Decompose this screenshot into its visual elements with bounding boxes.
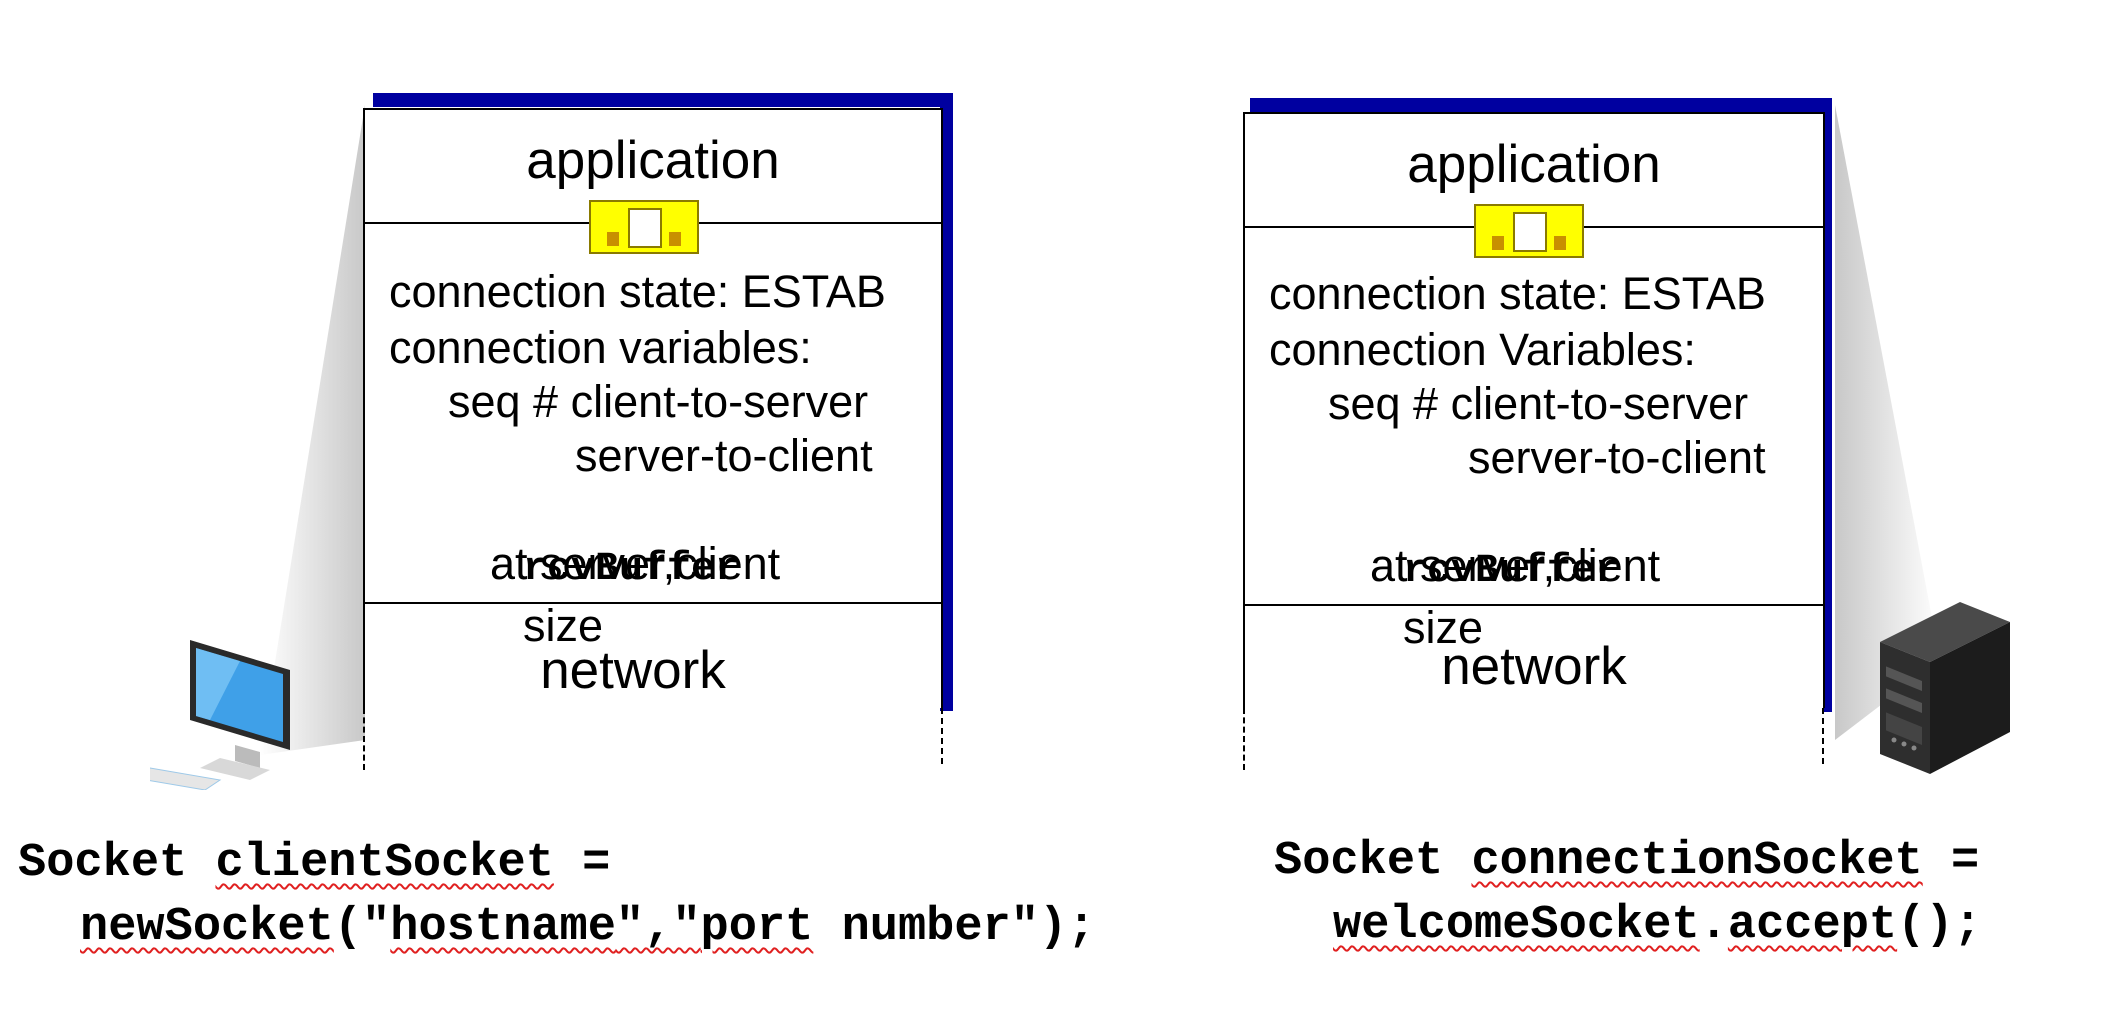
client-state-line-3: seq # client-to-server — [448, 376, 869, 427]
client-state-line-1: connection state: ESTAB — [389, 266, 886, 317]
server-code-eq: = — [1950, 835, 1980, 888]
client-code-keyword: Socket — [18, 837, 188, 890]
client-panel-shadow-right — [940, 93, 953, 711]
server-rcvbuffer-label: rcvBuffer — [1403, 549, 1620, 594]
socket-hole — [1513, 212, 1547, 252]
server-code-close: (); — [1897, 899, 1982, 952]
server-socket-icon — [1474, 204, 1584, 258]
socket-peg-left — [607, 232, 619, 246]
client-state-line-6: at server,client — [490, 538, 781, 589]
client-code-eq: = — [582, 837, 611, 890]
client-code-close: "); — [1010, 901, 1096, 954]
client-code-arg-port: port — [700, 901, 814, 954]
server-tower-icon — [1880, 602, 2010, 774]
client-state-line-2: connection variables: — [389, 322, 812, 373]
client-protocol-stack: application connection state: ESTAB conn… — [363, 108, 943, 708]
client-network-label: network — [540, 641, 726, 700]
server-code-call: welcomeSocket — [1333, 899, 1700, 952]
server-code-line-2: welcomeSocket.accept(); — [1333, 894, 1982, 958]
socket-peg-right — [669, 232, 681, 246]
server-net-divider — [1245, 604, 1823, 606]
client-dash-right — [941, 708, 943, 764]
server-panel-shadow-top — [1250, 98, 1832, 112]
client-dash-left — [363, 708, 365, 770]
server-dash-right — [1822, 708, 1824, 764]
client-socket-icon — [589, 200, 699, 254]
client-code-arg-hostname: hostname — [390, 901, 616, 954]
server-state-line-6: at server,client — [1370, 540, 1661, 591]
client-rcvbuffer-size: size — [523, 600, 604, 651]
server-code-keyword: Socket — [1274, 835, 1444, 888]
client-rcvbuffer-line: rcvBuffer size — [448, 480, 739, 710]
client-code-sep: "," — [615, 901, 701, 954]
desktop-computer-icon — [150, 640, 290, 790]
socket-peg-left — [1492, 236, 1504, 250]
client-code-arg-number: number — [813, 901, 1011, 954]
server-code-line-1: Socket connectionSocket = — [1274, 830, 1979, 894]
server-code-var: connectionSocket — [1471, 835, 1923, 888]
server-rcvbuffer-line: rcvBuffer size — [1328, 482, 1619, 712]
client-panel-shadow-top — [373, 93, 953, 107]
socket-peg-right — [1554, 236, 1566, 250]
server-state-line-3: seq # client-to-server — [1328, 378, 1749, 429]
socket-hole — [628, 208, 662, 248]
server-code-dot: . — [1699, 899, 1728, 952]
server-network-label: network — [1441, 637, 1627, 696]
client-code-call: newSocket — [80, 901, 334, 954]
server-rcvbuffer-size: size — [1403, 602, 1484, 653]
server-state-line-1: connection state: ESTAB — [1269, 268, 1766, 319]
client-state-line-4: server-to-client — [575, 430, 873, 481]
client-beam — [260, 105, 365, 755]
server-state-line-4: server-to-client — [1468, 432, 1766, 483]
client-net-divider — [365, 602, 941, 604]
client-code-line-1: Socket clientSocket = — [18, 832, 610, 896]
server-dash-left — [1243, 708, 1245, 770]
server-code-method: accept — [1727, 899, 1898, 952]
server-state-line-2: connection Variables: — [1269, 324, 1696, 375]
server-application-label: application — [1407, 135, 1661, 194]
client-code-open: (" — [333, 901, 391, 954]
server-panel-shadow-right — [1822, 98, 1832, 712]
client-code-line-2: newSocket("hostname","port number"); — [80, 896, 1095, 960]
server-beam — [1835, 105, 1940, 740]
client-code-var: clientSocket — [215, 837, 554, 890]
server-protocol-stack: application connection state: ESTAB conn… — [1243, 112, 1825, 708]
client-application-label: application — [526, 131, 780, 190]
client-rcvbuffer-label: rcvBuffer — [523, 547, 740, 592]
